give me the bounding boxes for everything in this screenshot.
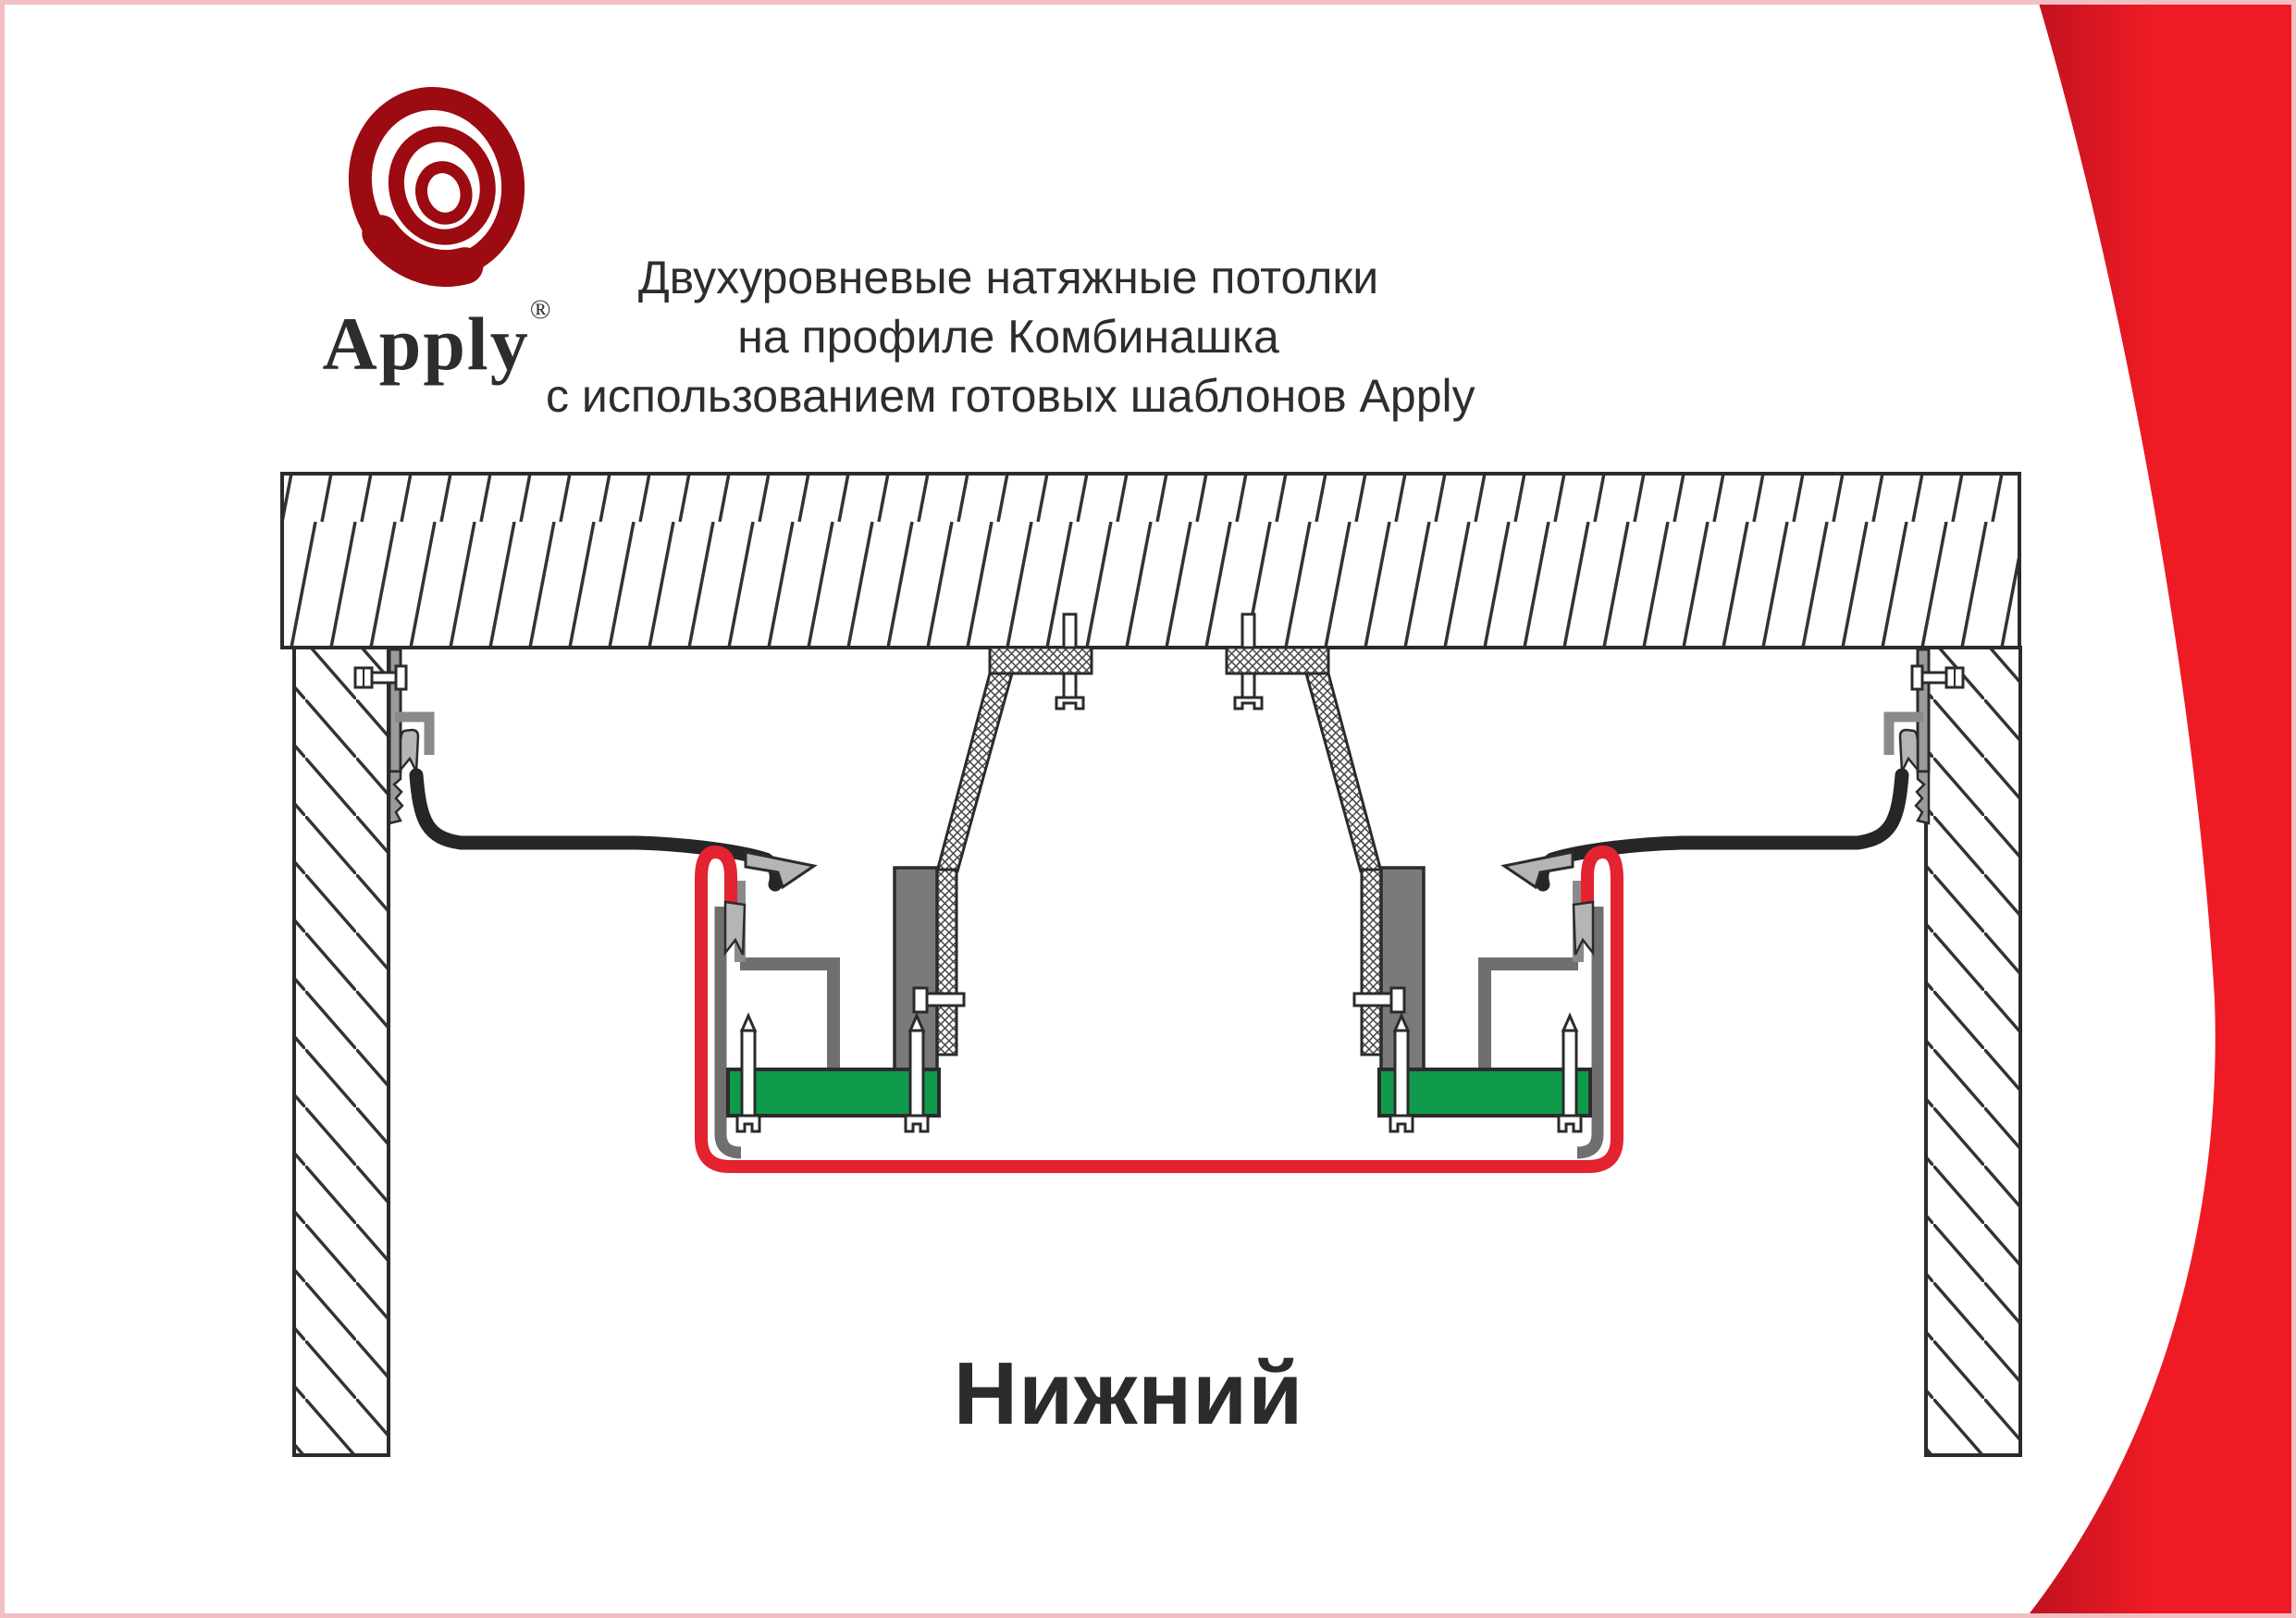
- title-line-2: на профиле Комбинашка: [737, 311, 1279, 363]
- assembly-left-half: [353, 612, 1166, 1173]
- brand-name: Apply: [322, 302, 530, 386]
- upper-canvas-black: [409, 768, 784, 892]
- logo-middle-ring: [388, 126, 496, 245]
- strap-vertical: [935, 868, 958, 1056]
- batten-screw: [904, 1012, 930, 1133]
- strap-horizontal: [988, 646, 1093, 675]
- title-line-3: с использованием готовых шаблонов Apply: [546, 370, 1475, 422]
- registered-trademark-icon: ®: [529, 294, 551, 325]
- batten-screw: [735, 1012, 761, 1133]
- bracket-screw-head: [912, 986, 929, 1014]
- page-title: Двухуровневые натяжные потолки на профил…: [546, 248, 1475, 426]
- bracket-screw-shaft: [925, 992, 966, 1007]
- diagram-caption: Нижний: [953, 1344, 1304, 1443]
- apply-logo-icon: [348, 87, 525, 288]
- right-wall: [1924, 646, 2022, 1457]
- ceiling-slab: [280, 472, 2021, 649]
- wood-batten-green: [726, 1068, 941, 1118]
- strap-diagonal: [935, 672, 1014, 873]
- logo-inner-ring: [415, 161, 473, 225]
- profile-flange: [714, 907, 742, 1159]
- wall-screw-nut: [394, 664, 408, 691]
- assembly-right-half: [1159, 614, 1963, 1167]
- anchor-head: [1055, 696, 1085, 710]
- lower-canvas-red: [695, 846, 1166, 1173]
- wall-profile-harpoon: [399, 728, 420, 776]
- left-wall: [292, 646, 390, 1457]
- wall-profile-step: [395, 711, 435, 755]
- wall-profile-teeth: [388, 770, 404, 825]
- red-swoosh-band: [2026, 0, 2296, 1618]
- title-line-1: Двухуровневые натяжные потолки: [637, 252, 1379, 303]
- fold-wedge-clip: [744, 850, 818, 890]
- wall-screw-shaft: [370, 671, 398, 685]
- logo-thick-arc: [362, 215, 484, 288]
- profile-step: [740, 957, 903, 1081]
- brand-wordmark: Apply®: [322, 294, 550, 388]
- fold-harpoon-clip: [723, 900, 747, 957]
